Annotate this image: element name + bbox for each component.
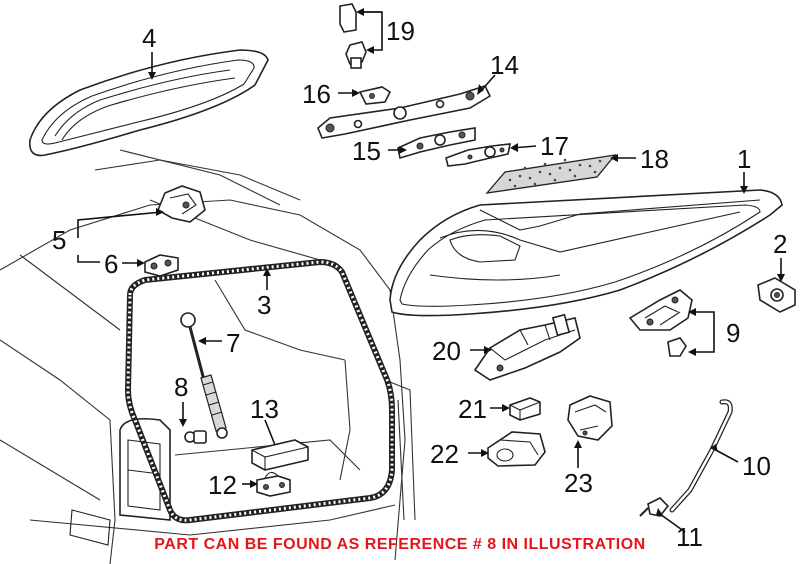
callout-numbers: 4 5 6 3 7 8 13 12 19 16 14 15 17 18 1 2 … [52, 16, 787, 552]
leader-lines [77, 8, 785, 533]
glass-seal [28, 49, 269, 157]
callout-17: 17 [540, 131, 569, 161]
lock-motor [487, 431, 546, 467]
liftgate-hinge [156, 185, 206, 223]
callout-21: 21 [458, 394, 487, 424]
callout-6: 6 [104, 249, 118, 279]
callout-11: 11 [676, 522, 703, 552]
callout-15: 15 [352, 136, 381, 166]
license-plate-pocket [69, 509, 111, 546]
tail-lamp [119, 417, 171, 521]
control-module [251, 439, 309, 471]
ball-stud [184, 430, 207, 444]
lift-support-strut [180, 312, 228, 439]
weatherstrip-seal [125, 259, 395, 524]
callout-19: 19 [386, 16, 415, 46]
callout-8: 8 [174, 372, 188, 402]
callout-10: 10 [742, 451, 771, 481]
hinge-reinforcement [317, 85, 492, 139]
callout-1: 1 [737, 144, 751, 174]
callout-4: 4 [142, 23, 156, 53]
latch-assembly [628, 289, 693, 357]
callout-16: 16 [302, 79, 331, 109]
mounting-plate [445, 143, 511, 167]
ajar-switch [509, 397, 541, 421]
callout-22: 22 [430, 439, 459, 469]
callout-2: 2 [773, 229, 787, 259]
callout-14: 14 [490, 50, 519, 80]
vehicle-body [0, 149, 416, 564]
release-rod [669, 399, 733, 513]
reinforcement-plate [397, 127, 476, 160]
callout-23: 23 [564, 468, 593, 498]
small-bracket [358, 86, 392, 105]
callout-12: 12 [208, 470, 237, 500]
callout-9: 9 [726, 318, 740, 348]
callout-18: 18 [640, 144, 669, 174]
spoiler-panel [485, 154, 617, 194]
callout-20: 20 [432, 336, 461, 366]
hinge-bracket [144, 254, 179, 277]
liftgate-latch [757, 277, 796, 313]
rod-clip [639, 497, 670, 517]
lock-actuator [473, 313, 581, 381]
callout-5: 5 [52, 225, 66, 255]
bolt-and-nut [339, 3, 367, 69]
reference-note: PART CAN BE FOUND AS REFERENCE # 8 IN IL… [154, 536, 646, 553]
callout-13: 13 [250, 394, 279, 424]
release-switch [567, 395, 613, 441]
callout-7: 7 [226, 328, 240, 358]
liftgate-panel [389, 189, 783, 317]
callout-3: 3 [257, 290, 271, 320]
liftgate-striker [256, 471, 291, 497]
